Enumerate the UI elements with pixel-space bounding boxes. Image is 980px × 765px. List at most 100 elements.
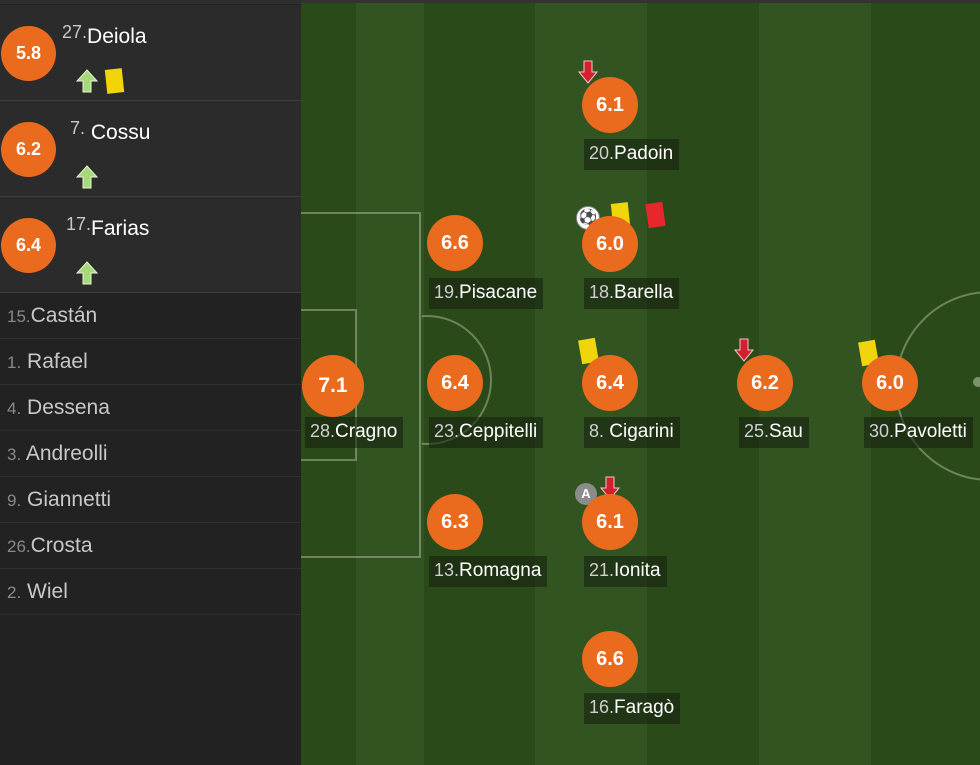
player-label: 19.Pisacane <box>429 278 544 309</box>
player-number: 8. <box>589 421 605 441</box>
player-name-text: Ionita <box>614 560 661 581</box>
player-name-text: Farias <box>91 217 150 240</box>
rating-badge: 6.2 <box>737 355 793 411</box>
rating-badge: 6.4 <box>1 218 56 273</box>
player-name-text: Pavoletti <box>894 421 967 442</box>
player-number: 25. <box>744 421 770 441</box>
sub-off-arrow-icon <box>600 476 620 500</box>
player-name: 27.Deiola <box>62 22 147 49</box>
player-number: 13. <box>434 560 460 580</box>
player-number: 3. <box>7 445 22 464</box>
player-padoin[interactable]: 6.1 20.Padoin <box>578 60 722 197</box>
player-number: 9. <box>7 491 22 510</box>
player-name: 17.Farias <box>66 214 150 241</box>
player-name-text: Rafael <box>27 350 88 373</box>
player-name-text: Wiel <box>27 580 68 603</box>
panel-top-border <box>0 0 301 4</box>
player-name-text: Sau <box>769 421 803 442</box>
rating-badge: 6.1 <box>582 77 638 133</box>
rating-badge: 6.4 <box>427 355 483 411</box>
player-number: 16. <box>589 697 615 717</box>
player-romagna[interactable]: 6.3 13.Romagna <box>427 494 567 614</box>
player-label: 21.Ionita <box>584 556 667 587</box>
rating-badge: 6.4 <box>582 355 638 411</box>
substitute-row-cossu[interactable]: 6.2 7. Cossu <box>0 101 301 197</box>
player-number: 1. <box>7 353 22 372</box>
player-number: 17. <box>66 214 92 234</box>
player-number: 2. <box>7 583 22 602</box>
player-name-text: Ceppitelli <box>459 421 538 442</box>
rating-badge: 6.0 <box>582 216 638 272</box>
rating-badge: 6.0 <box>862 355 918 411</box>
pitch: 7.1 28.Cragno 6.6 19.Pisacane 6.4 23.Cep… <box>301 0 980 765</box>
player-name-text: Deiola <box>87 25 147 48</box>
player-name-text: Pisacane <box>459 282 538 303</box>
substitutes-panel: 5.8 27.Deiola 6.2 7. Cossu 6.4 17.Farias… <box>0 0 301 765</box>
player-ionita[interactable]: A 6.1 21.Ionita <box>575 476 722 614</box>
player-sau[interactable]: 6.2 25.Sau <box>734 338 877 475</box>
player-number: 18. <box>589 282 615 302</box>
player-name-text: Dessena <box>27 396 110 419</box>
player-label: 28.Cragno <box>305 417 404 448</box>
player-name: 7. Cossu <box>70 118 151 145</box>
rating-badge: 6.6 <box>427 215 483 271</box>
player-name-text: Giannetti <box>27 488 112 511</box>
rating-badge: 7.1 <box>302 355 364 417</box>
pitch-stripe <box>356 0 424 765</box>
player-cragno[interactable]: 7.1 28.Cragno <box>302 355 442 475</box>
player-cigarini[interactable]: 6.4 8. Cigarini <box>578 337 722 475</box>
pitch-top-border <box>301 0 980 3</box>
rating-badge: 6.3 <box>427 494 483 550</box>
player-name-text: Castán <box>30 304 98 327</box>
event-icons <box>76 68 125 94</box>
player-pavoletti[interactable]: 6.0 30.Pavoletti <box>858 339 980 475</box>
player-label: 20.Padoin <box>584 139 680 170</box>
rating-badge: 6.2 <box>1 122 56 177</box>
arrow-up-icon <box>76 69 98 93</box>
bench-row-andreolli[interactable]: 3. Andreolli <box>0 431 301 477</box>
player-name-text: Andreolli <box>25 442 108 465</box>
player-number: 20. <box>589 143 615 163</box>
arrow-up-icon <box>76 165 98 189</box>
rating-badge: 5.8 <box>1 26 56 81</box>
bench-row-dessena[interactable]: 4. Dessena <box>0 385 301 431</box>
player-label: 30.Pavoletti <box>864 417 973 448</box>
player-label: 8. Cigarini <box>584 417 680 448</box>
event-icons <box>76 165 98 189</box>
player-ceppitelli[interactable]: 6.4 23.Ceppitelli <box>427 355 567 475</box>
sub-off-arrow-icon <box>578 60 598 84</box>
player-name-text: Padoin <box>614 143 674 164</box>
penalty-area <box>301 212 421 558</box>
bench-row-rafael[interactable]: 1. Rafael <box>0 339 301 385</box>
yellow-card-icon <box>104 68 125 94</box>
player-name-text: Barella <box>614 282 674 303</box>
player-number: 7. <box>70 118 86 138</box>
bench-row-giannetti[interactable]: 9. Giannetti <box>0 477 301 523</box>
arrow-up-icon <box>76 261 98 285</box>
red-card-icon <box>645 201 666 229</box>
player-label: 25.Sau <box>739 417 809 448</box>
player-farago[interactable]: 6.6 16.Faragò <box>582 631 722 751</box>
player-name-text: Romagna <box>459 560 542 581</box>
player-name-text: Cragno <box>335 421 398 442</box>
player-number: 19. <box>434 282 460 302</box>
player-number: 27. <box>62 22 88 42</box>
player-label: 23.Ceppitelli <box>429 417 544 448</box>
player-number: 30. <box>869 421 895 441</box>
player-name-text: Cossu <box>90 121 151 144</box>
player-number: 4. <box>7 399 22 418</box>
player-name-text: Crosta <box>30 534 93 557</box>
player-name-text: Faragò <box>614 697 675 718</box>
bench-row-castan[interactable]: 15.Castán <box>0 293 301 339</box>
player-label: 13.Romagna <box>429 556 548 587</box>
rating-badge: 6.1 <box>582 494 638 550</box>
substitute-row-deiola[interactable]: 5.8 27.Deiola <box>0 5 301 101</box>
player-label: 16.Faragò <box>584 693 681 724</box>
player-number: 23. <box>434 421 460 441</box>
bench-row-crosta[interactable]: 26.Crosta <box>0 523 301 569</box>
bench-row-wiel[interactable]: 2. Wiel <box>0 569 301 615</box>
player-barella[interactable]: ⚽ 6.0 18.Barella <box>576 201 722 336</box>
sub-off-arrow-icon <box>734 338 754 362</box>
substitute-row-farias[interactable]: 6.4 17.Farias <box>0 197 301 293</box>
player-pisacane[interactable]: 6.6 19.Pisacane <box>427 215 567 335</box>
